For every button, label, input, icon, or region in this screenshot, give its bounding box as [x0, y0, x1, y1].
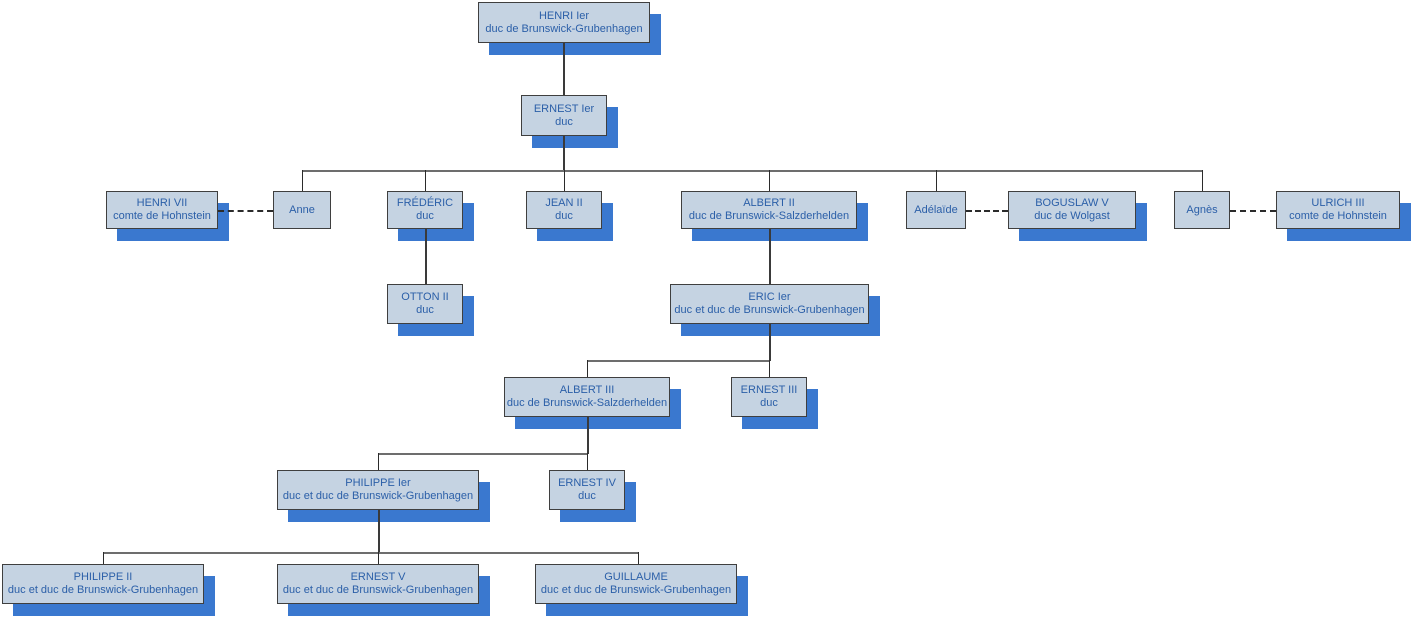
node-title: ERNEST V	[350, 571, 406, 583]
connector-drop-adelaide	[936, 170, 937, 191]
node-subtitle: comte de Hohnstein	[1289, 210, 1387, 222]
connector-philippe-ier-stem	[378, 510, 380, 553]
node-title: ERIC Ier	[748, 291, 791, 303]
connector-henri-ier-to-ernest-ier	[563, 43, 565, 95]
connector-drop-anne	[302, 170, 303, 191]
node-subtitle: duc	[416, 210, 434, 222]
connector-albert-iii-bus	[378, 453, 588, 455]
node-eric-ier[interactable]: ERIC Ier duc et duc de Brunswick-Grubenh…	[670, 284, 869, 324]
node-title: FRÉDÉRIC	[396, 197, 454, 209]
node-subtitle: duc	[555, 210, 573, 222]
node-philippe-ier[interactable]: PHILIPPE Ier duc et duc de Brunswick-Gru…	[277, 470, 479, 510]
node-ernest-iv[interactable]: ERNEST IV duc	[549, 470, 625, 510]
node-subtitle: duc de Brunswick-Grubenhagen	[485, 22, 643, 35]
node-title: Anne	[289, 203, 315, 216]
connector-drop-ernest-iv	[587, 453, 588, 470]
connector-philippe-ier-bus	[103, 552, 639, 554]
node-subtitle: duc de Brunswick-Salzderhelden	[506, 397, 668, 409]
connector-drop-jean-ii	[564, 170, 565, 191]
marriage-link-henri-vii-anne	[218, 210, 273, 212]
node-subtitle: duc	[555, 115, 573, 128]
connector-albert-ii-to-eric-ier	[769, 229, 771, 284]
node-ernest-iii[interactable]: ERNEST III duc	[731, 377, 807, 417]
connector-albert-iii-stem	[587, 417, 589, 454]
node-title: ALBERT II	[743, 197, 795, 209]
node-title: BOGUSLAW V	[1035, 197, 1109, 209]
node-boguslaw-v[interactable]: BOGUSLAW V duc de Wolgast	[1008, 191, 1136, 229]
connector-drop-guillaume	[638, 552, 639, 564]
node-subtitle: duc	[416, 304, 434, 316]
connector-drop-philippe-ier	[378, 453, 379, 470]
node-title: HENRI VII	[136, 197, 188, 209]
node-title: Adélaïde	[914, 203, 958, 216]
node-ulrich-iii[interactable]: ULRICH III comte de Hohnstein	[1276, 191, 1400, 229]
node-title: JEAN II	[545, 197, 583, 209]
connector-ernest-ier-stem	[563, 136, 565, 171]
node-subtitle: duc de Wolgast	[1034, 210, 1110, 222]
node-ernest-ier[interactable]: ERNEST Ier duc	[521, 95, 607, 136]
node-subtitle: duc	[760, 397, 778, 409]
node-albert-ii[interactable]: ALBERT II duc de Brunswick-Salzderhelden	[681, 191, 857, 229]
node-ernest-v[interactable]: ERNEST V duc et duc de Brunswick-Grubenh…	[277, 564, 479, 604]
connector-generation3-bus	[302, 170, 1203, 172]
node-philippe-ii[interactable]: PHILIPPE II duc et duc de Brunswick-Grub…	[2, 564, 204, 604]
node-frederic[interactable]: FRÉDÉRIC duc	[387, 191, 463, 229]
node-title: ERNEST III	[740, 384, 798, 396]
node-guillaume[interactable]: GUILLAUME duc et duc de Brunswick-Gruben…	[535, 564, 737, 604]
node-title: PHILIPPE II	[73, 571, 133, 583]
node-adelaide[interactable]: Adélaïde	[906, 191, 966, 229]
node-subtitle: duc et duc de Brunswick-Grubenhagen	[674, 304, 865, 316]
node-subtitle: duc et duc de Brunswick-Grubenhagen	[282, 490, 474, 502]
node-title: ERNEST Ier	[533, 102, 595, 115]
node-henri-ier[interactable]: HENRI Ier duc de Brunswick-Grubenhagen	[478, 2, 650, 43]
connector-drop-ernest-iii	[769, 360, 770, 377]
node-otton-ii[interactable]: OTTON II duc	[387, 284, 463, 324]
node-henri-vii[interactable]: HENRI VII comte de Hohnstein	[106, 191, 218, 229]
node-title: Agnès	[1186, 203, 1218, 216]
marriage-link-adelaide-boguslaw-v	[966, 210, 1008, 212]
node-subtitle: duc et duc de Brunswick-Grubenhagen	[540, 584, 732, 596]
connector-drop-albert-iii	[587, 360, 588, 377]
node-title: ALBERT III	[559, 384, 615, 396]
node-title: ERNEST IV	[558, 477, 616, 489]
connector-drop-albert-ii	[769, 170, 770, 191]
marriage-link-agnes-ulrich-iii	[1230, 210, 1276, 212]
node-title: PHILIPPE Ier	[345, 477, 411, 489]
node-subtitle: duc et duc de Brunswick-Grubenhagen	[282, 584, 474, 596]
connector-eric-ier-bus	[587, 360, 770, 362]
connector-eric-ier-stem	[769, 324, 771, 361]
node-title: HENRI Ier	[538, 9, 590, 22]
connector-frederic-to-otton-ii	[425, 229, 427, 284]
node-anne[interactable]: Anne	[273, 191, 331, 229]
node-title: ULRICH III	[1311, 197, 1365, 209]
node-jean-ii[interactable]: JEAN II duc	[526, 191, 602, 229]
node-title: OTTON II	[401, 291, 449, 303]
node-subtitle: comte de Hohnstein	[113, 210, 211, 222]
node-title: GUILLAUME	[604, 571, 668, 583]
node-subtitle: duc	[578, 490, 596, 502]
node-subtitle: duc et duc de Brunswick-Grubenhagen	[7, 584, 199, 596]
node-albert-iii[interactable]: ALBERT III duc de Brunswick-Salzderhelde…	[504, 377, 670, 417]
node-agnes[interactable]: Agnès	[1174, 191, 1230, 229]
connector-drop-agnes	[1202, 170, 1203, 191]
connector-drop-philippe-ii	[103, 552, 104, 564]
connector-drop-ernest-v	[378, 552, 379, 564]
node-subtitle: duc de Brunswick-Salzderhelden	[688, 210, 850, 222]
connector-drop-frederic	[425, 170, 426, 191]
